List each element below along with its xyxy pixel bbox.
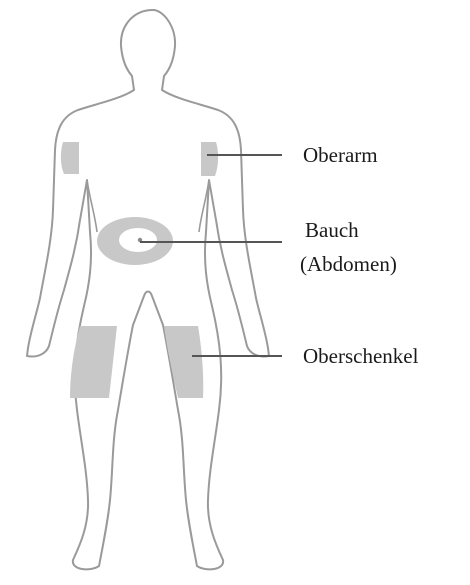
abdomen-label-line1: Bauch: [305, 217, 359, 243]
upper-arm-left-zone: [61, 142, 79, 174]
body-outline: [27, 10, 269, 569]
upper-arm-right-zone: [201, 142, 218, 176]
abdomen-label-line2: (Abdomen): [300, 251, 397, 277]
upper-arm-label: Oberarm: [303, 142, 378, 168]
thigh-label: Oberschenkel: [303, 343, 418, 369]
